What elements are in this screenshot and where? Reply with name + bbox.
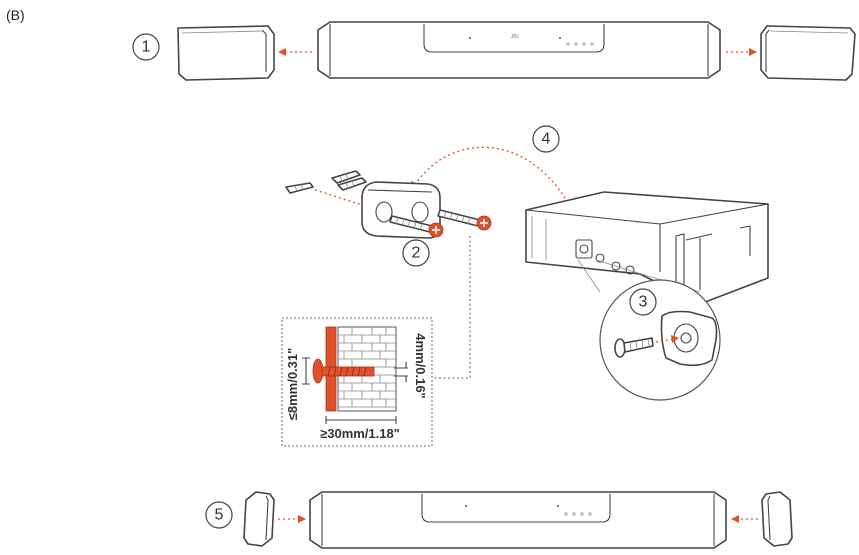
soundbar-rear [525,191,769,305]
figure-label: (B) [6,7,25,23]
step-1-marker [132,33,160,61]
step-1-group: 1 JBL [132,21,856,81]
step-4-number: 4 [542,131,551,148]
screw-1 [389,215,444,238]
left-end-piece [243,491,275,547]
wall-detail-box: ≤8mm/0.31" 4mm/0.16" ≥30mm/1.18" [281,317,433,447]
arrow-left-icon [278,48,286,56]
dim-min-depth: ≥30mm/1.18" [320,426,400,441]
zoom-bracket [660,310,718,367]
bar-logo: JBL [511,34,520,40]
wall-plug-1 [331,170,361,184]
wall-plug-3 [285,182,314,194]
step-5-group: 5 [205,491,793,549]
section-screw [312,358,375,384]
zoom-screw [614,337,654,358]
soundbar-bottom [309,491,727,549]
step-2-group: 2 [285,170,492,379]
right-end-cap [760,25,856,81]
step-2-number: 2 [412,245,421,262]
step-1-number: 1 [142,39,151,56]
wall-plug-2 [337,177,367,191]
left-end-cap [177,25,275,81]
step-3-group: 3 [525,191,769,401]
step-5-number: 5 [215,507,224,524]
arrow-in-right-icon [731,515,739,523]
zoom-circle [599,279,721,401]
dim-max-thickness: ≤8mm/0.31" [285,348,300,421]
step-3-marker [629,288,657,316]
screw-arrow-icon [671,335,679,343]
step-3-number: 3 [639,294,648,311]
step-5-marker [205,501,233,529]
screw-2 [437,209,492,231]
soundbar-top: JBL [317,21,721,79]
arrow-right-icon [749,48,757,56]
dim-screw-head: 4mm/0.16" [413,333,428,398]
step-2-marker [402,239,430,267]
arrow-in-left-icon [298,515,306,523]
right-end-piece [761,491,793,547]
step-4-marker [532,125,560,153]
